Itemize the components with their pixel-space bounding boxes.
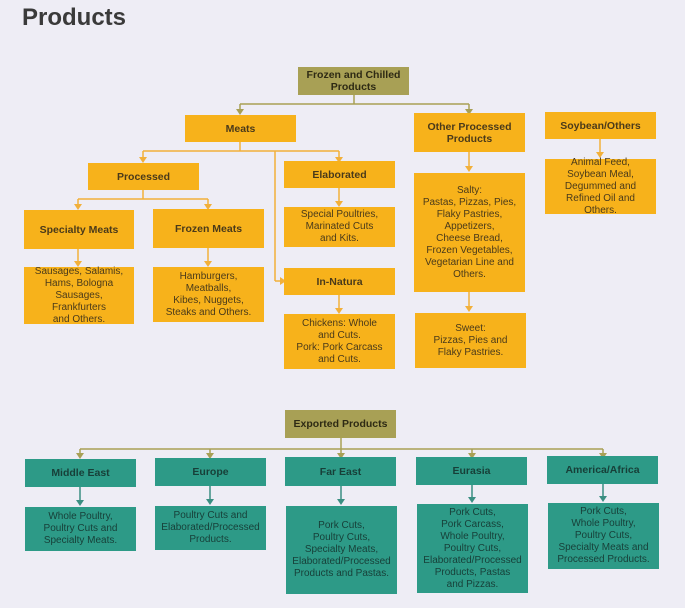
region-america-africa: America/Africa — [547, 456, 658, 484]
region-europe: Europe — [155, 458, 266, 486]
arrow-icon — [236, 109, 244, 115]
frozen-chilled-root: Frozen and Chilled Products — [298, 67, 409, 95]
region-far-east-items: Pork Cuts, Poultry Cuts, Specialty Meats… — [286, 506, 397, 594]
soybean-items: Animal Feed, Soybean Meal, Degummed and … — [545, 157, 656, 216]
frozen-meats-node: Frozen Meats — [153, 209, 264, 248]
elaborated-items: Special Poultries, Marinated Cuts and Ki… — [284, 207, 395, 247]
region-eurasia: Eurasia — [416, 457, 527, 485]
orange-arrows — [74, 152, 604, 314]
region-middle-east-items: Whole Poultry, Poultry Cuts and Specialt… — [25, 507, 136, 551]
frozen-meats-items: Hamburgers, Meatballs, Kibes, Nuggets, S… — [153, 267, 264, 322]
other-processed-node: Other Processed Products — [414, 113, 525, 152]
region-eurasia-items: Pork Cuts, Pork Carcass, Whole Poultry, … — [417, 504, 528, 593]
specialty-meats-items: Sausages, Salamis, Hams, Bologna Sausage… — [24, 266, 134, 325]
processed-node: Processed — [88, 163, 199, 190]
meats-node: Meats — [185, 115, 296, 142]
root-connectors — [239, 95, 470, 113]
in-natura-node: In-Natura — [284, 268, 395, 295]
salty-items: Salty: Pastas, Pizzas, Pies, Flaky Pastr… — [414, 173, 525, 292]
teal-arrows — [76, 496, 607, 506]
in-natura-items: Chickens: Whole and Cuts. Pork: Pork Car… — [284, 314, 395, 369]
region-far-east: Far East — [285, 457, 396, 486]
specialty-meats-node: Specialty Meats — [24, 210, 134, 249]
arrow-icon — [465, 109, 473, 115]
sweet-items: Sweet: Pizzas, Pies and Flaky Pastries. — [415, 313, 526, 368]
elaborated-node: Elaborated — [284, 161, 395, 188]
region-europe-items: Poultry Cuts and Elaborated/Processed Pr… — [155, 506, 266, 550]
region-america-africa-items: Pork Cuts, Whole Poultry, Poultry Cuts, … — [548, 503, 659, 569]
exported-root: Exported Products — [285, 410, 396, 438]
region-middle-east: Middle East — [25, 459, 136, 487]
soybean-node: Soybean/Others — [545, 112, 656, 139]
page-title: Products — [22, 4, 127, 31]
